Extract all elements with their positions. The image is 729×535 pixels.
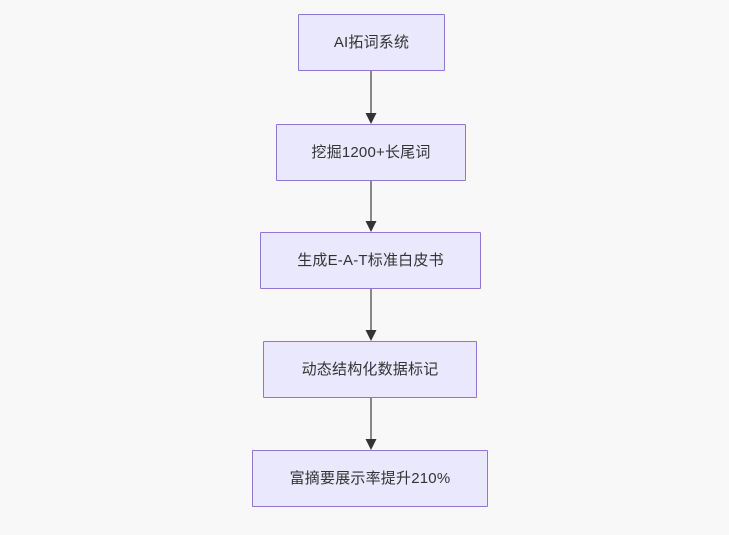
flow-node-label: AI拓词系统 — [333, 33, 410, 51]
flow-node-rich-snippet-impression-uplift[interactable]: 富摘要展示率提升210% — [252, 450, 488, 507]
flow-node-label: 生成E-A-T标准白皮书 — [297, 251, 444, 269]
flow-node-label: 动态结构化数据标记 — [301, 360, 439, 378]
edge-n4-n5 — [365, 398, 377, 450]
edge-n2-n3 — [365, 181, 377, 232]
flow-node-generate-eat-whitepaper[interactable]: 生成E-A-T标准白皮书 — [260, 232, 481, 289]
flow-node-label: 挖掘1200+长尾词 — [311, 143, 431, 161]
edge-n1-n2 — [365, 71, 377, 124]
flow-node-dynamic-structured-data-markup[interactable]: 动态结构化数据标记 — [263, 341, 477, 398]
flow-node-mine-longtail-keywords[interactable]: 挖掘1200+长尾词 — [276, 124, 466, 181]
flow-node-ai-keyword-system[interactable]: AI拓词系统 — [298, 14, 445, 71]
flow-node-label: 富摘要展示率提升210% — [289, 469, 451, 487]
edge-n3-n4 — [365, 289, 377, 341]
